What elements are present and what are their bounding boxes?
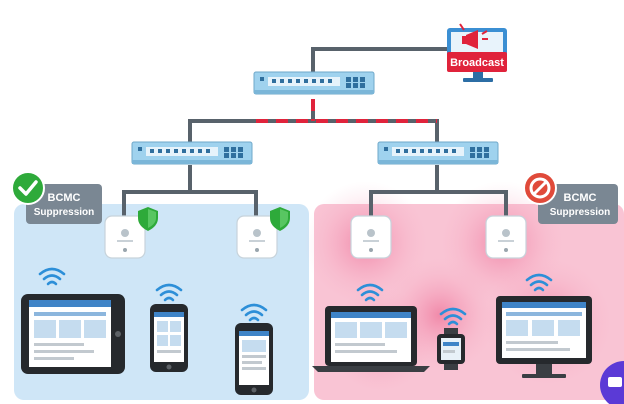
broadcast-source: Broadcast [447,23,507,82]
broadcast-label: Broadcast [450,57,504,69]
distribution-switch-right [377,141,499,165]
phone-icon [150,304,188,372]
left-label-line2: Suppression [34,207,95,218]
right-suppression-badge: BCMC Suppression [523,171,618,224]
access-point-right-2 [485,215,527,259]
access-point-right-1 [350,215,392,259]
smartwatch-icon [437,328,465,370]
tablet-icon [21,294,125,374]
phone-icon [235,323,273,395]
prohibited-icon [523,171,557,205]
check-circle-icon [11,171,45,205]
left-label-line1: BCMC [48,192,81,204]
desktop-monitor-icon [496,296,592,378]
right-label-line2: Suppression [550,207,611,218]
right-label-line1: BCMC [564,192,597,204]
chat-icon[interactable] [600,361,624,404]
laptop-icon [312,306,430,372]
broadcast-path [256,99,437,123]
left-suppression-badge: BCMC Suppression [11,171,102,224]
distribution-switch-left [131,141,253,165]
core-switch [253,71,375,95]
megaphone-icon [459,23,488,49]
